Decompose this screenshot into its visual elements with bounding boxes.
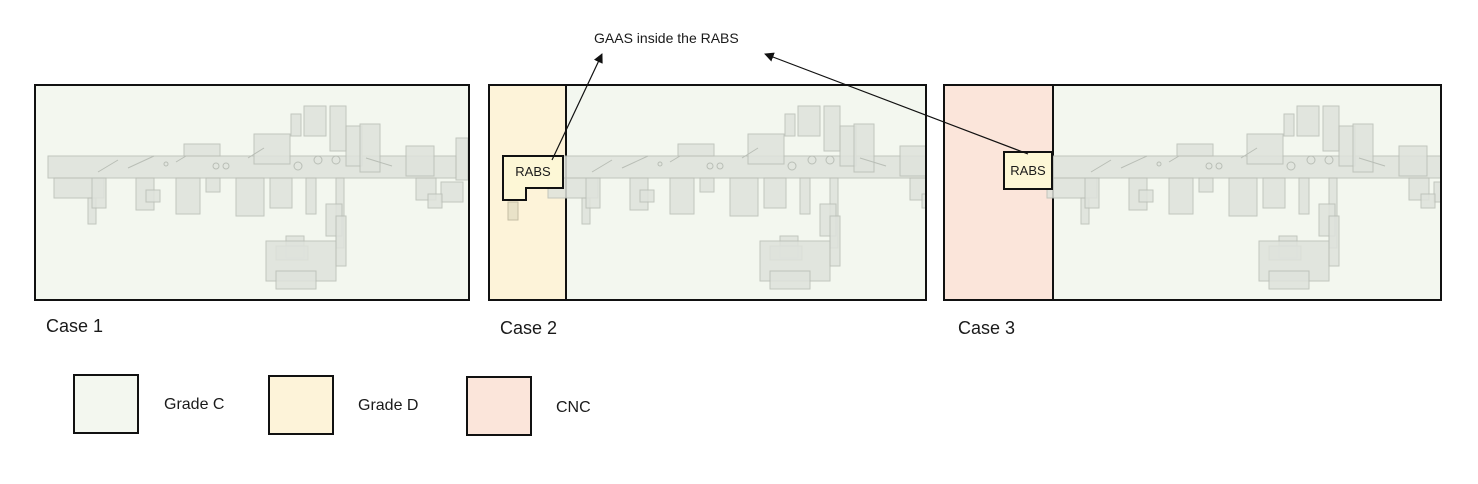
case-3-label: Case 3 (958, 318, 1016, 338)
case-2-panel (488, 84, 927, 301)
legend-label-grade-d: Grade D (358, 397, 419, 414)
legend-swatch-grade-c (73, 374, 139, 434)
legend-label-grade-c: Grade C (164, 396, 225, 413)
rabs-label-case-2: RABS (515, 164, 551, 179)
rabs-label-case-3: RABS (1010, 163, 1046, 178)
annotation-label: GAAS inside the RABS (594, 30, 739, 46)
case-2-label: Case 2 (500, 318, 558, 338)
machine-layout-3 (1040, 105, 1440, 290)
legend-swatch-grade-d (268, 375, 334, 435)
case-1-label: Case 1 (46, 316, 104, 336)
case-3-panel (943, 84, 1442, 301)
case-1-panel (34, 84, 470, 301)
legend-swatch-cnc (466, 376, 532, 436)
legend-label-cnc: CNC (556, 399, 591, 416)
machine-layout-2 (541, 105, 925, 290)
machine-layout-1 (47, 105, 468, 290)
